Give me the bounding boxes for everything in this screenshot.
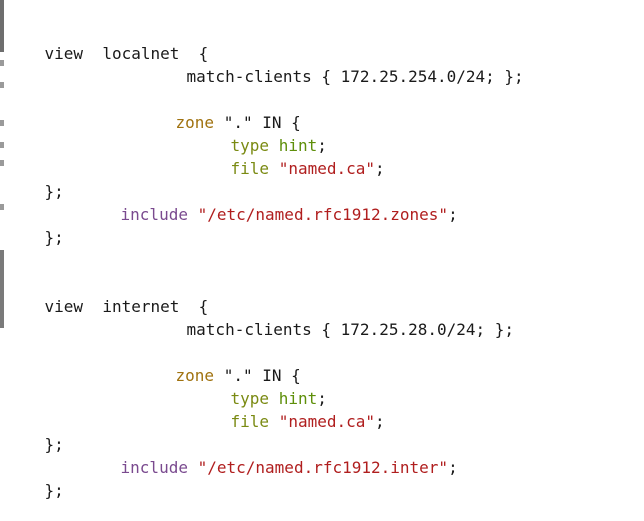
- hint-value: hint: [278, 136, 318, 155]
- open-brace: {: [198, 297, 209, 316]
- margin-glyph: [0, 160, 4, 166]
- code-line: file "named.ca";: [192, 139, 385, 178]
- zone-rest: IN {: [262, 113, 301, 132]
- file-string: "named.ca": [278, 159, 376, 178]
- type-keyword: type: [230, 389, 270, 408]
- close-brace: };: [44, 481, 64, 500]
- code-line: type hint;: [192, 116, 327, 155]
- margin-glyph: [0, 82, 4, 88]
- include-keyword: include: [120, 205, 188, 224]
- left-gutter-indicator: [0, 0, 4, 52]
- code-line: };: [6, 162, 64, 201]
- code-line: type hint;: [192, 369, 327, 408]
- code-line: include "/etc/named.rfc1912.zones";: [82, 185, 458, 224]
- margin-glyph: [0, 142, 4, 148]
- code-line: zone "." IN {: [137, 346, 301, 385]
- view-keyword: view: [44, 297, 84, 316]
- code-editor[interactable]: view localnet { match-clients { 172.25.2…: [0, 0, 644, 500]
- zone-rest: IN {: [262, 366, 301, 385]
- code-line: file "named.ca";: [192, 392, 385, 431]
- close-brace: };: [44, 182, 64, 201]
- file-keyword: file: [230, 159, 270, 178]
- left-gutter-indicator: [0, 250, 4, 328]
- include-keyword: include: [120, 458, 188, 477]
- code-line: zone "." IN {: [137, 93, 301, 132]
- code-line: view localnet {: [6, 24, 209, 63]
- zone-keyword: zone: [175, 113, 215, 132]
- include-path: "/etc/named.rfc1912.zones": [197, 205, 449, 224]
- semicolon: ;: [448, 458, 458, 477]
- view-name: internet: [102, 297, 180, 316]
- margin-glyph: [0, 60, 4, 66]
- semicolon: ;: [448, 205, 458, 224]
- open-brace: {: [198, 44, 209, 63]
- type-keyword: type: [230, 136, 270, 155]
- margin-glyph: [0, 120, 4, 126]
- zone-name: ".": [223, 366, 253, 385]
- close-brace: };: [44, 435, 64, 454]
- semicolon: ;: [375, 159, 385, 178]
- code-line: match-clients { 172.25.254.0/24; };: [148, 47, 524, 86]
- code-line: };: [6, 415, 64, 454]
- zone-keyword: zone: [175, 366, 215, 385]
- semicolon: ;: [317, 389, 327, 408]
- close-brace: };: [44, 228, 64, 247]
- include-path: "/etc/named.rfc1912.inter": [197, 458, 449, 477]
- semicolon: ;: [317, 136, 327, 155]
- file-keyword: file: [230, 412, 270, 431]
- hint-value: hint: [278, 389, 318, 408]
- view-name: localnet: [102, 44, 180, 63]
- semicolon: ;: [375, 412, 385, 431]
- code-line: view internet {: [6, 277, 209, 316]
- code-line: };: [6, 208, 64, 247]
- margin-glyph: [0, 204, 4, 210]
- match-clients-line: match-clients { 172.25.28.0/24; };: [186, 320, 515, 339]
- code-line: match-clients { 172.25.28.0/24; };: [148, 300, 515, 339]
- match-clients-line: match-clients { 172.25.254.0/24; };: [186, 67, 524, 86]
- zone-name: ".": [223, 113, 253, 132]
- code-line: };: [6, 461, 64, 500]
- code-line: include "/etc/named.rfc1912.inter";: [82, 438, 458, 477]
- file-string: "named.ca": [278, 412, 376, 431]
- view-keyword: view: [44, 44, 84, 63]
